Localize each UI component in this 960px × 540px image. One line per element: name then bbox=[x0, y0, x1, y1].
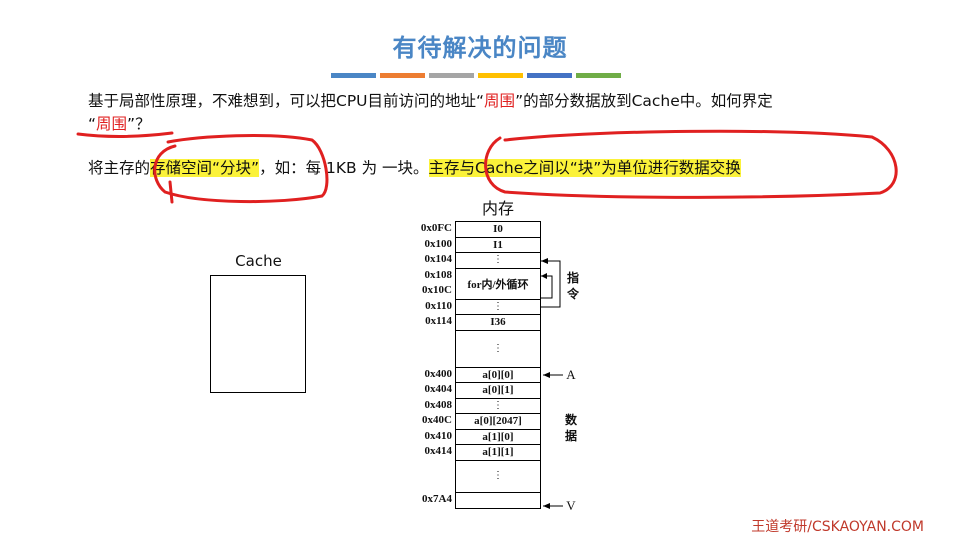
red-underline-annotation bbox=[76, 131, 174, 139]
instruction-label: 指令 bbox=[566, 271, 579, 301]
loop-arrow-outer-head bbox=[541, 258, 548, 264]
memory-address: 0x404 bbox=[424, 383, 453, 396]
memory-address: 0x408 bbox=[424, 398, 453, 411]
marker-v: V bbox=[566, 498, 576, 513]
loop-bracket-outer bbox=[541, 260, 561, 308]
paragraph-2: 将主存的存储空间“分块”，如：每 1KB 为 一块。主存与Cache之间以“块”… bbox=[88, 155, 741, 181]
text-segment: ，如：每 1KB 为 一块。 bbox=[259, 159, 429, 177]
title-bar-4 bbox=[478, 73, 523, 78]
memory-address: 0x104 bbox=[424, 253, 453, 265]
highlight-block-exchange: 主存与Cache之间以“块”为单位进行数据交换 bbox=[428, 159, 741, 177]
title-bar-3 bbox=[429, 73, 474, 78]
red-circle-annotation-1 bbox=[153, 134, 329, 204]
highlight-block-partition: 存储空间“分块” bbox=[150, 159, 260, 177]
loop-arrow-inner-head bbox=[541, 273, 547, 279]
title-bar-1 bbox=[331, 73, 376, 78]
text-segment: 基于局部性原理，不难想到，可以把CPU目前访问的地址“ bbox=[88, 92, 485, 110]
memory-address: 0x40C bbox=[422, 414, 452, 427]
memory-address: 0x10C bbox=[422, 284, 452, 296]
memory-address: 0x7A4 bbox=[422, 493, 452, 506]
memory-address: 0x410 bbox=[424, 429, 453, 442]
memory-address: 0x108 bbox=[424, 268, 453, 281]
arrow-a-head bbox=[543, 372, 550, 378]
memory-address: 0x100 bbox=[424, 237, 453, 250]
data-label: 数据 bbox=[564, 413, 577, 443]
footer-brand: 王道考研/CSKAOYAN.COM bbox=[751, 519, 924, 535]
title-bar-6 bbox=[576, 73, 621, 78]
memory-label: 内存 bbox=[481, 199, 514, 218]
cache-box bbox=[210, 275, 306, 393]
cache-label: Cache bbox=[235, 252, 282, 270]
memory-address: 0x0FC bbox=[420, 222, 452, 234]
loop-bracket-inner bbox=[541, 275, 553, 299]
paragraph-1-line-1: 基于局部性原理，不难想到，可以把CPU目前访问的地址“周围”的部分数据放到Cac… bbox=[88, 88, 773, 114]
red-circle-annotation-2 bbox=[484, 129, 898, 199]
slide-title: 有待解决的问题 bbox=[392, 34, 568, 62]
red-keyword: 周围 bbox=[484, 92, 516, 110]
memory-address: 0x400 bbox=[424, 367, 453, 380]
memory-address: 0x414 bbox=[424, 445, 453, 458]
red-keyword: 周围 bbox=[96, 115, 128, 133]
text-segment: ”？ bbox=[127, 115, 151, 133]
marker-a: A bbox=[566, 367, 576, 382]
title-bar-5 bbox=[527, 73, 572, 78]
text-segment: 将主存的 bbox=[88, 159, 151, 177]
text-segment: ”的部分数据放到Cache中。如何界定 bbox=[515, 92, 773, 110]
arrow-v-head bbox=[543, 503, 550, 509]
text-segment: “ bbox=[88, 115, 97, 133]
title-bar-2 bbox=[380, 73, 425, 78]
memory-address: 0x114 bbox=[425, 315, 452, 327]
memory-address: 0x110 bbox=[425, 299, 452, 312]
memory-cell bbox=[455, 492, 541, 509]
paragraph-1-line-2: “周围”？ bbox=[88, 111, 151, 137]
